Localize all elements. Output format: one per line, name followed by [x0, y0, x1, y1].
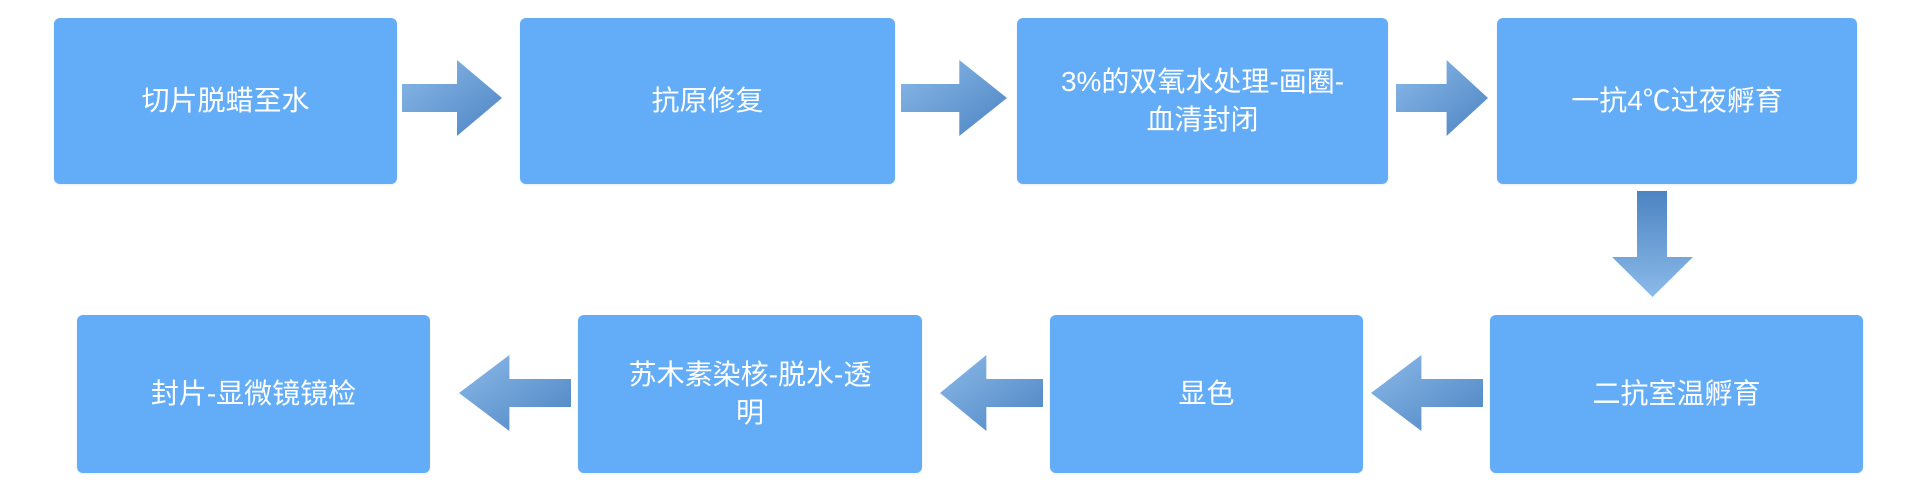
flow-connector-2	[901, 60, 1007, 136]
flow-step-deparaffinize: 切片脱蜡至水	[54, 18, 397, 184]
flow-step-chromogen: 显色	[1050, 315, 1363, 473]
arrow-down-icon	[1612, 191, 1693, 297]
arrow-left-icon	[940, 355, 1043, 431]
flow-step-peroxide-blocking: 3%的双氧水处理-画圈- 血清封闭	[1017, 18, 1388, 184]
flow-connector-7	[459, 355, 571, 431]
flow-connector-4	[1612, 191, 1693, 297]
flow-step-mount-microscopy: 封片-显微镜镜检	[77, 315, 430, 473]
flow-connector-3	[1396, 60, 1488, 136]
flow-step-secondary-antibody: 二抗室温孵育	[1490, 315, 1863, 473]
arrow-left-icon	[1371, 355, 1483, 431]
flow-connector-6	[940, 355, 1043, 431]
arrow-right-icon	[402, 60, 502, 136]
arrow-right-icon	[1396, 60, 1488, 136]
arrow-left-icon	[459, 355, 571, 431]
flow-step-counterstain-dehydrate: 苏木素染核-脱水-透 明	[578, 315, 922, 473]
flow-connector-5	[1371, 355, 1483, 431]
flow-step-primary-antibody: 一抗4℃过夜孵育	[1497, 18, 1857, 184]
flow-step-antigen-retrieval: 抗原修复	[520, 18, 895, 184]
arrow-right-icon	[901, 60, 1007, 136]
flow-connector-1	[402, 60, 502, 136]
